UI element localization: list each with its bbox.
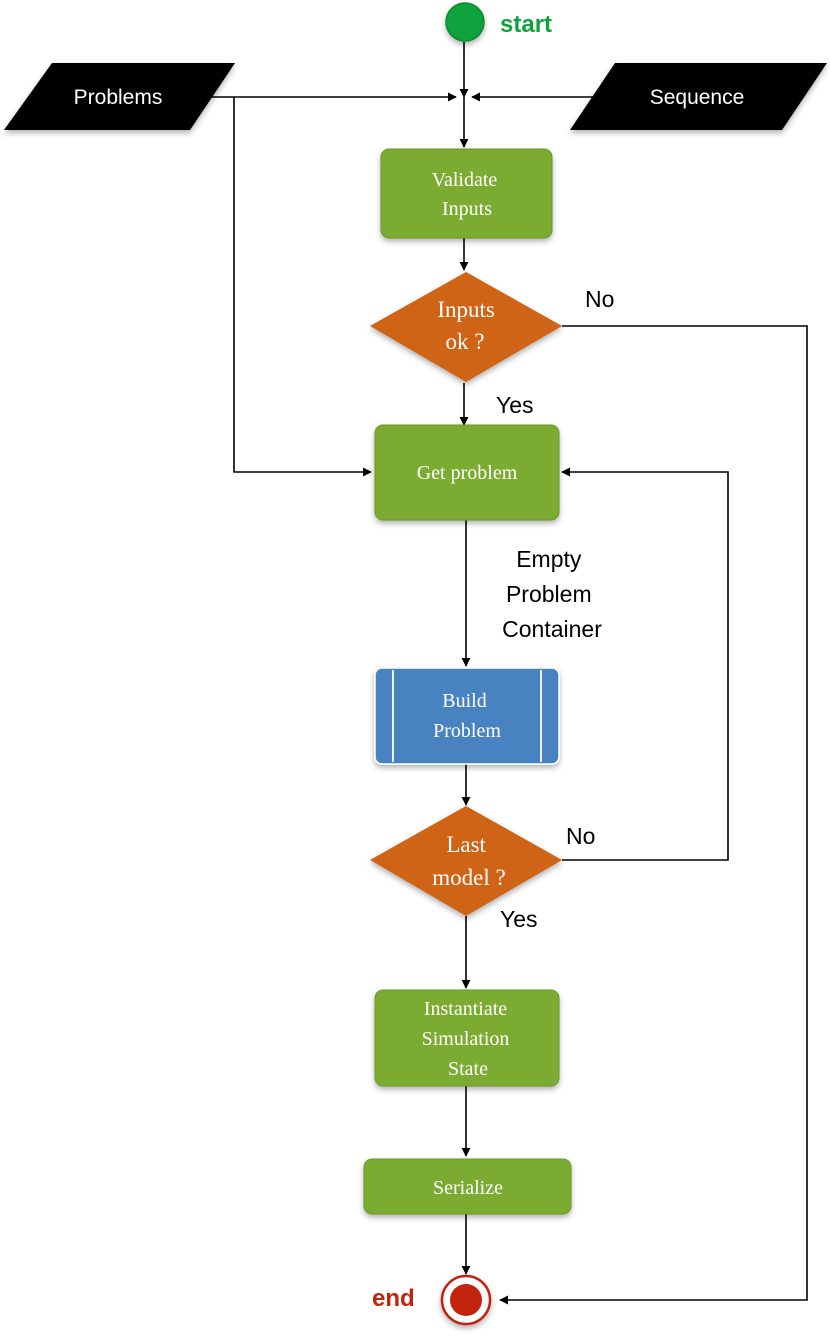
step-get-problem-label: Get problem (417, 462, 518, 484)
step-serialize: Serialize (363, 1158, 572, 1215)
svg-text:Validate Inputs: Validate Inputs (432, 169, 503, 220)
step-validate-line-1: Validate (432, 169, 498, 191)
subprocess-build-problem: Build Problem (374, 667, 560, 765)
edge-label-inputs-yes: Yes (496, 392, 534, 418)
step-serialize-label: Serialize (433, 1177, 503, 1199)
subprocess-build-line-2: Problem (433, 720, 501, 742)
svg-text:Instantiate Simulation: Instantiate Simulation State (422, 998, 515, 1080)
svg-text:Build Problem: Build Problem (433, 690, 501, 742)
edge-label-empty-container: Empty Problem Container (502, 546, 602, 642)
start-label: start (500, 11, 552, 38)
end-terminal: end (372, 1274, 492, 1326)
edges (205, 42, 808, 1305)
input-problems-label: Problems (74, 86, 163, 109)
decision-inputs-line-2: ok ? (446, 329, 485, 354)
end-label: end (372, 1285, 415, 1312)
svg-text:Last model ?: Last model ? (432, 832, 505, 890)
edge-problems-get (233, 97, 372, 477)
input-problems: Problems (4, 63, 235, 130)
input-sequence-label: Sequence (650, 86, 745, 109)
start-circle-icon (445, 2, 485, 42)
decision-last-model: Last model ? (370, 806, 562, 916)
edge-last-no-get (561, 467, 729, 861)
edge-inputs-no-end (499, 325, 808, 1305)
edge-label-empty-line-1: Empty (516, 546, 582, 572)
step-instantiate-line-3: State (448, 1058, 488, 1080)
svg-text:Inputs ok ?: Inputs ok ? (437, 297, 500, 354)
decision-inputs-line-1: Inputs (437, 297, 495, 322)
edge-label-last-yes: Yes (500, 906, 538, 932)
edge-label-last-no: No (566, 823, 595, 849)
decision-last-line-1: Last (446, 832, 486, 857)
decision-last-line-2: model ? (432, 865, 505, 890)
step-validate-inputs: Validate Inputs (380, 148, 553, 239)
decision-inputs-ok: Inputs ok ? (370, 272, 562, 382)
subprocess-build-line-1: Build (442, 690, 486, 712)
edge-label-empty-line-3: Container (502, 616, 602, 642)
step-instantiate-state: Instantiate Simulation State (374, 989, 560, 1087)
start-terminal: start (445, 2, 552, 42)
edge-label-empty-line-2: Problem (506, 581, 592, 607)
edge-label-inputs-no: No (585, 286, 614, 312)
step-get-problem: Get problem (374, 424, 560, 521)
step-instantiate-line-2: Simulation (422, 1028, 510, 1050)
step-validate-line-2: Inputs (442, 198, 492, 220)
input-sequence: Sequence (570, 63, 827, 130)
step-instantiate-line-1: Instantiate (424, 998, 507, 1020)
